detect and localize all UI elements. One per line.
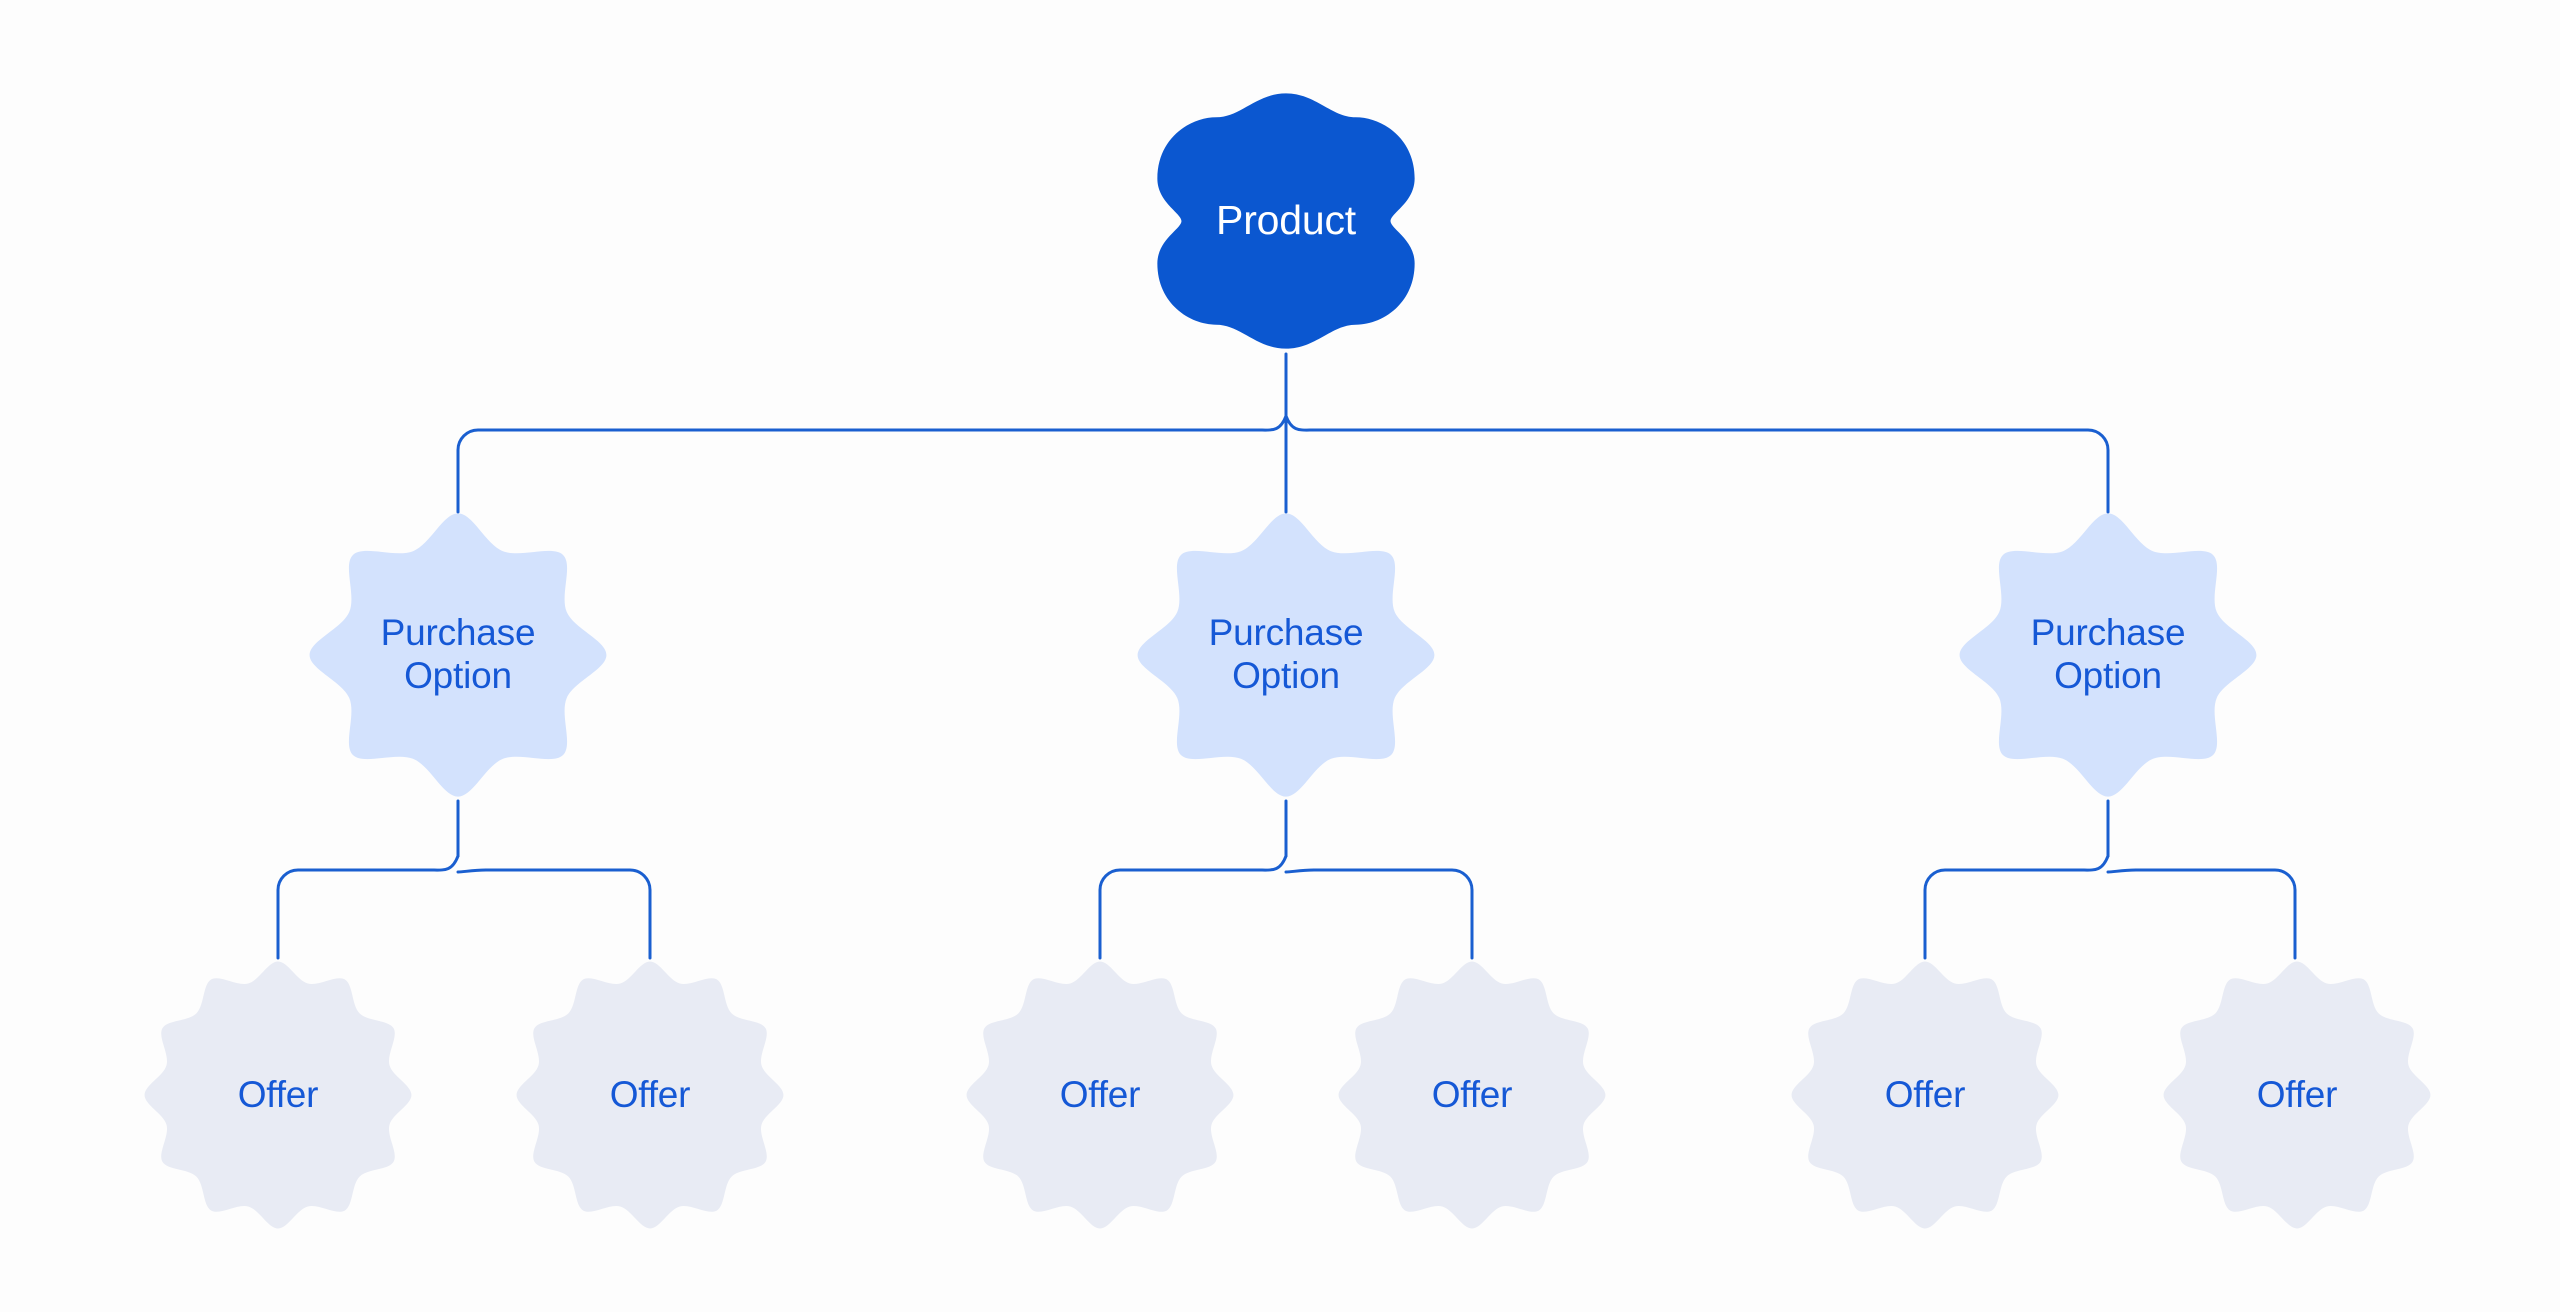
node-purchase-option-2[interactable]: Purchase Option bbox=[1955, 509, 2261, 801]
edge-po0-to-offer0 bbox=[276, 868, 432, 960]
offer-scallop-shape bbox=[966, 961, 1234, 1229]
node-offer-5-label: Offer bbox=[2256, 1073, 2338, 1115]
edge-po1-peak-left bbox=[1256, 854, 1288, 872]
edge-po2-to-offer5 bbox=[2134, 868, 2297, 960]
offer-scallop-shape bbox=[1791, 961, 2059, 1229]
edge-po2-peak-right bbox=[2106, 868, 2138, 874]
edge-po0-to-offer1 bbox=[484, 868, 652, 960]
node-purchase-option-1-label: Purchase Option bbox=[1208, 612, 1364, 696]
node-purchase-option-0[interactable]: Purchase Option bbox=[305, 509, 611, 801]
node-offer-4[interactable]: Offer bbox=[1786, 956, 2064, 1234]
edge-po0-peak-right bbox=[456, 868, 488, 874]
purchase-option-flower-shape bbox=[309, 513, 607, 797]
node-offer-2[interactable]: Offer bbox=[961, 956, 1239, 1234]
node-offer-5[interactable]: Offer bbox=[2158, 956, 2436, 1234]
edge-trunk-peak-left bbox=[1256, 414, 1288, 432]
edge-po1-to-offer2 bbox=[1098, 868, 1260, 960]
edge-po1-peak-right bbox=[1284, 868, 1316, 874]
edge-po2-peak-left bbox=[2078, 854, 2110, 872]
purchase-option-flower-shape bbox=[1137, 513, 1435, 797]
node-purchase-option-0-label: Purchase Option bbox=[380, 612, 536, 696]
offer-scallop-shape bbox=[144, 961, 412, 1229]
edge-po1-to-offer3 bbox=[1312, 868, 1474, 960]
node-offer-3[interactable]: Offer bbox=[1333, 956, 1611, 1234]
node-offer-2-label: Offer bbox=[1059, 1073, 1141, 1115]
edge-trunk-peak-right bbox=[1284, 414, 1316, 432]
node-product-label: Product bbox=[1216, 197, 1356, 244]
node-offer-1-label: Offer bbox=[609, 1073, 691, 1115]
node-offer-0[interactable]: Offer bbox=[139, 956, 417, 1234]
node-offer-0-label: Offer bbox=[237, 1073, 319, 1115]
edge-trunk-right bbox=[1312, 428, 2110, 514]
offer-scallop-shape bbox=[516, 961, 784, 1229]
node-product[interactable]: Product bbox=[1152, 88, 1420, 354]
node-purchase-option-2-label: Purchase Option bbox=[2030, 612, 2186, 696]
edge-po0-peak-left bbox=[428, 854, 460, 872]
node-offer-3-label: Offer bbox=[1431, 1073, 1513, 1115]
node-offer-4-label: Offer bbox=[1884, 1073, 1966, 1115]
offer-scallop-shape bbox=[2163, 961, 2431, 1229]
node-offer-1[interactable]: Offer bbox=[511, 956, 789, 1234]
offer-scallop-shape bbox=[1338, 961, 1606, 1229]
edge-po2-to-offer4 bbox=[1923, 868, 2082, 960]
purchase-option-flower-shape bbox=[1959, 513, 2257, 797]
edge-trunk-left bbox=[456, 428, 1260, 514]
node-purchase-option-1[interactable]: Purchase Option bbox=[1133, 509, 1439, 801]
